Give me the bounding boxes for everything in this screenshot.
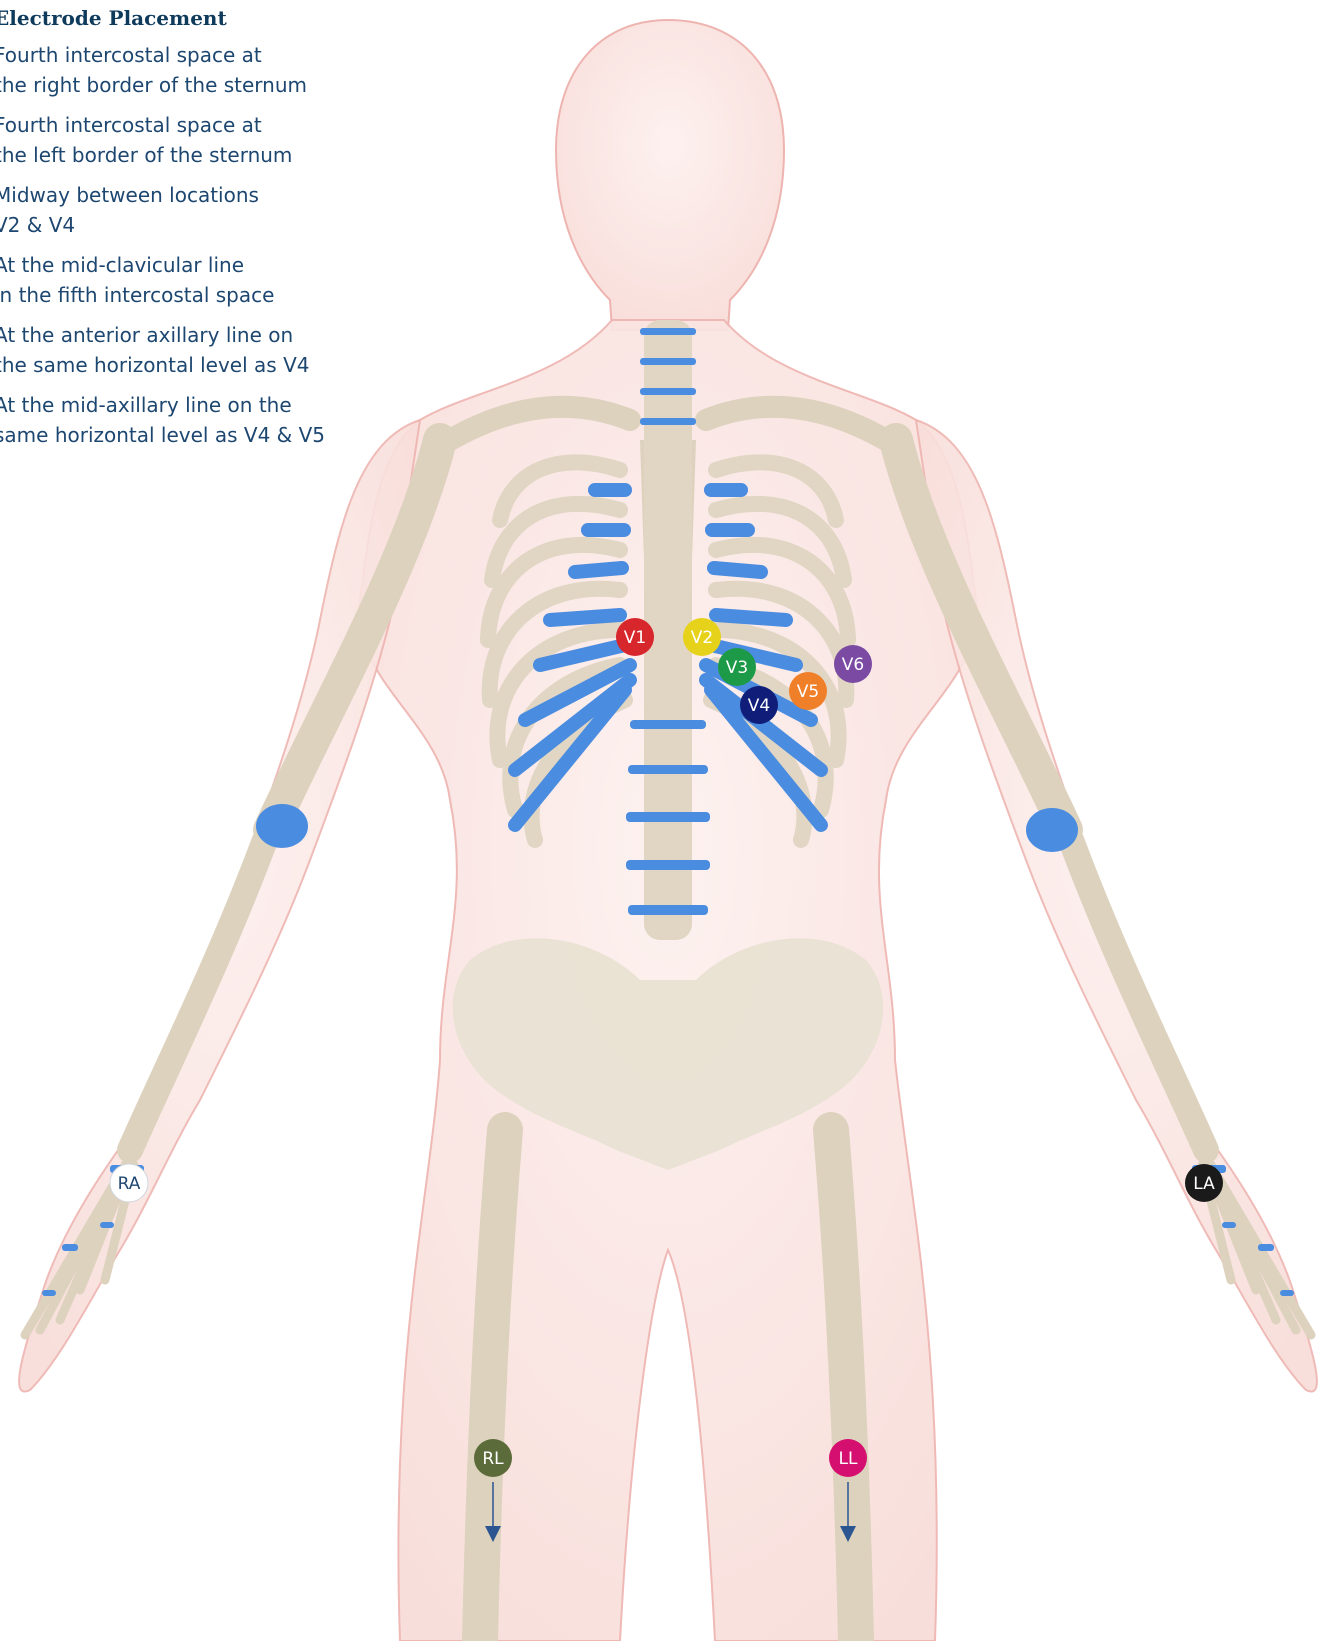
electrode-v4-label: V4 [748,696,770,716]
electrode-v3-label: V3 [726,658,748,678]
electrode-v1: V1 [616,618,654,656]
electrode-v5: V5 [789,672,827,710]
electrode-ll: LL [829,1439,867,1477]
legend-item-v5: At the anterior axillary line on the sam… [0,320,325,380]
electrode-v4: V4 [740,686,778,724]
head [556,20,784,330]
legend-item-v1: Fourth intercostal space at the right bo… [0,40,325,100]
electrode-rl: RL [474,1439,512,1477]
electrode-ra: RA [110,1164,148,1202]
electrode-ll-label: LL [839,1449,858,1469]
electrode-v5-label: V5 [797,682,819,702]
electrode-v3: V3 [718,648,756,686]
legend-item-v4: At the mid-clavicular line in the fifth … [0,250,325,310]
electrode-v6-label: V6 [842,655,864,675]
electrode-rl-label: RL [482,1449,504,1469]
electrode-v1-label: V1 [624,628,646,648]
electrode-v6: V6 [834,645,872,683]
electrode-v2-label: V2 [691,628,713,648]
electrode-v2: V2 [683,618,721,656]
legend-item-v6: At the mid-axillary line on the same hor… [0,390,325,450]
electrode-la: LA [1185,1164,1223,1202]
right-elbow-cartilage [256,804,308,848]
electrode-la-label: LA [1193,1174,1215,1194]
legend-item-v2: Fourth intercostal space at the left bor… [0,110,325,170]
skeleton [25,320,1311,1641]
legend: Electrode Placement Fourth intercostal s… [0,6,325,460]
left-elbow-cartilage [1026,808,1078,852]
electrode-ra-label: RA [118,1174,141,1194]
legend-item-v3: Midway between locations V2 & V4 [0,180,325,240]
legend-title: Electrode Placement [0,6,325,30]
